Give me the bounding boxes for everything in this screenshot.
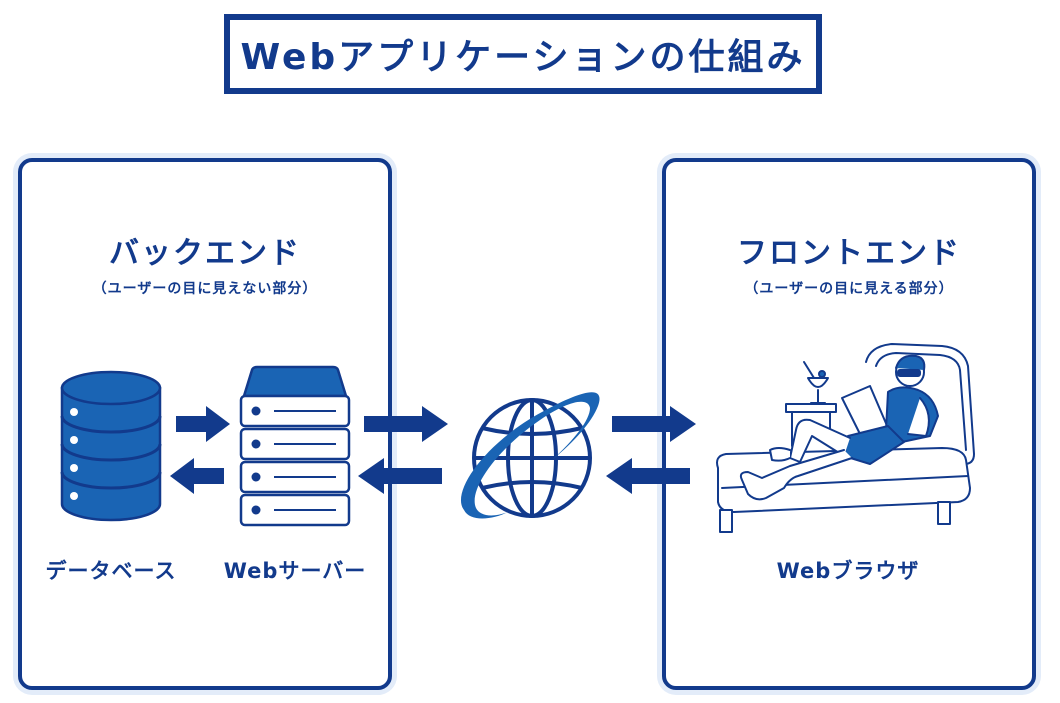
arrow-right-icon	[364, 406, 448, 442]
browser-label: Webブラウザ	[776, 559, 920, 583]
backend-subtitle: （ユーザーの目に見えない部分）	[92, 281, 318, 297]
globe-icon	[460, 392, 600, 519]
arrow-left-icon	[358, 458, 442, 494]
server-icon	[239, 365, 351, 527]
arrow-left-icon	[170, 458, 224, 494]
backend-title: バックエンド	[109, 236, 301, 271]
arrow-left-icon	[606, 458, 690, 494]
frontend-title: フロントエンド	[737, 236, 961, 271]
database-label: データベース	[45, 559, 177, 583]
arrow-right-icon	[176, 406, 230, 442]
frontend-subtitle: （ユーザーの目に見える部分）	[744, 281, 954, 297]
diagram-title-box: Webアプリケーションの仕組み	[224, 14, 822, 94]
database-icon	[60, 370, 162, 522]
server-label: Webサーバー	[223, 559, 367, 583]
person-on-lounge-chair-illustration	[716, 343, 975, 533]
arrow-right-icon	[612, 406, 696, 442]
frontend-panel: フロントエンド （ユーザーの目に見える部分）	[662, 158, 1036, 690]
diagram-title: Webアプリケーションの仕組み	[240, 37, 806, 78]
